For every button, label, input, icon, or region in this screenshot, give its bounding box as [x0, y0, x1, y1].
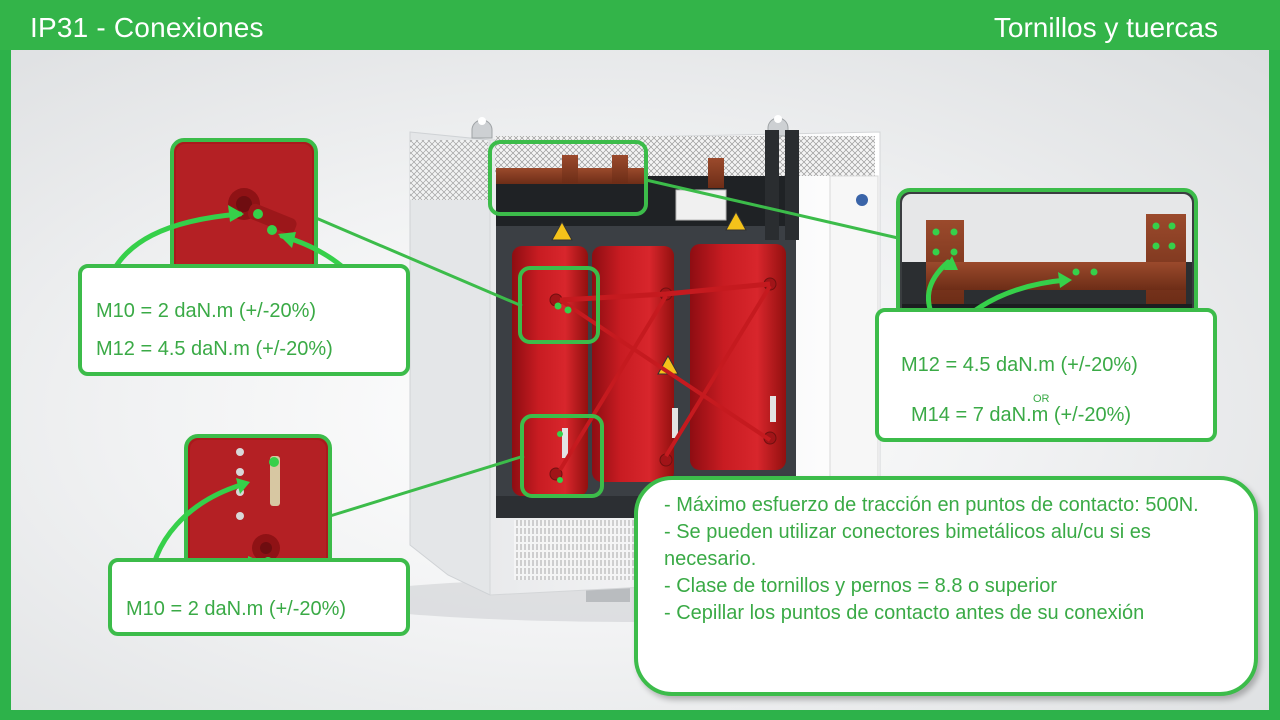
note-max-tension: - Máximo esfuerzo de tracción en puntos …	[664, 494, 1199, 516]
note-bimetallic-connectors: - Se pueden utilizar conectores bimetáli…	[664, 521, 1151, 570]
torque-callout-lower-left: M10 = 2 daN.m (+/-20%)	[108, 558, 410, 636]
transformer-illustration	[103, 115, 1198, 622]
note-brush-contacts: - Cepillar los puntos de contacto antes …	[664, 602, 1145, 624]
slide-title: IP31 - Conexiones	[30, 12, 264, 43]
note-bolt-class: - Clase de tornillos y pernos = 8.8 o su…	[664, 575, 1057, 597]
torque-callout-right: M12 = 4.5 daN.m (+/-20%) OR M14 = 7 daN.…	[875, 308, 1217, 442]
torque-m10-label: M10 = 2 daN.m (+/-20%)	[126, 598, 347, 620]
torque-m12-label: M12 = 4.5 daN.m (+/-20%)	[901, 354, 1138, 376]
torque-m12-label: M12 = 4.5 daN.m (+/-20%)	[96, 338, 333, 360]
slide-subtitle: Tornillos y tuercas	[993, 12, 1218, 43]
slide-stage: M10 = 2 daN.m (+/-20%) M12 = 4.5 daN.m (…	[11, 50, 1269, 710]
torque-m14-label: M14 = 7 daN.m (+/-20%)	[911, 404, 1132, 426]
torque-callout-upper-left: M10 = 2 daN.m (+/-20%) M12 = 4.5 daN.m (…	[78, 264, 410, 376]
or-separator: OR	[1033, 393, 1050, 405]
installation-notes-box: - Máximo esfuerzo de tracción en puntos …	[634, 476, 1258, 696]
header-bar: IP31 - Conexiones Tornillos y tuercas	[0, 0, 1280, 50]
torque-m10-label: M10 = 2 daN.m (+/-20%)	[96, 300, 317, 322]
